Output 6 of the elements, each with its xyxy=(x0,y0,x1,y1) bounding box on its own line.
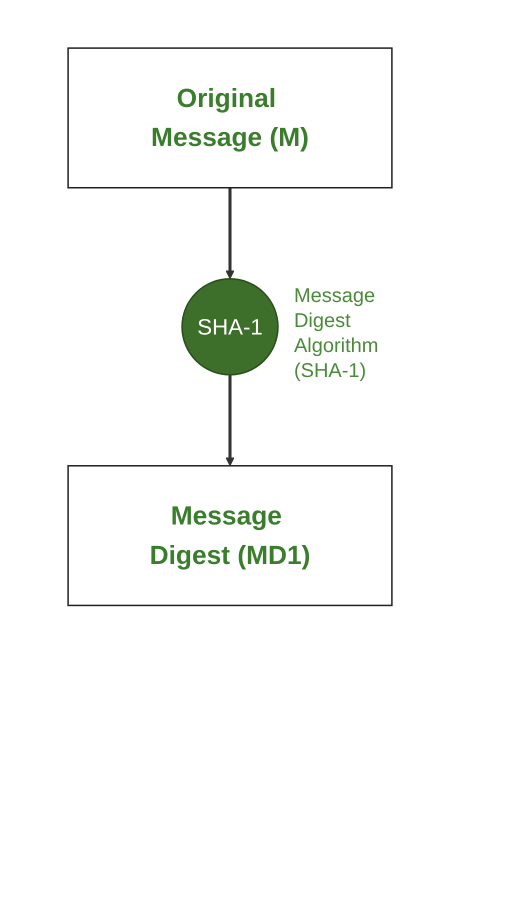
arrow xyxy=(226,188,234,280)
node-caption: Message Digest Algorithm (SHA-1) xyxy=(294,284,380,384)
node-circle: SHA-1 xyxy=(181,278,279,376)
arrow xyxy=(226,374,234,466)
node-box: Original Message (M) xyxy=(67,47,393,188)
node-box: Message Digest (MD1) xyxy=(67,465,393,606)
